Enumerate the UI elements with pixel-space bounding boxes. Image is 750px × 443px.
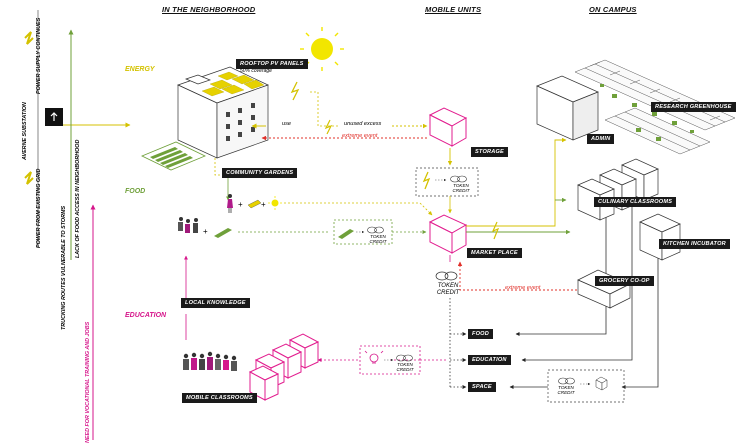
people-group [178,217,198,233]
category-education: EDUCATION [125,312,167,319]
svg-text:+: + [238,200,243,209]
culinary-classrooms-building [577,158,659,221]
use-label: use [282,121,292,127]
label-research-greenhouse: RESEARCH GREENHOUSE [651,102,736,112]
bolt-icon [290,81,300,101]
token-icon [450,175,467,183]
axis-trucking: TRUCKING ROUTES VULNERABLE TO STORMS [61,205,67,330]
garden-plot-icon [214,228,232,238]
label-admin: ADMIN [587,134,615,144]
token-icon [396,354,413,362]
label-education-out: EDUCATION [468,355,511,365]
lightbulb-icon [364,350,384,364]
idea-token-box [359,345,421,375]
token-icon [367,226,384,234]
apartment-building [177,66,269,159]
label-culinary-classrooms: CULINARY CLASSROOMS [594,197,677,207]
gardener-figure [227,194,233,213]
axis-food-access: LACK OF FOOD ACCESS IN NEIGHBORHOOD [75,139,81,258]
bolt-icon [491,221,500,240]
space-token-box [547,369,625,403]
unused-excess-label: unused excess [344,121,382,127]
community-garden-plots [141,141,206,171]
mobile-classroom-units [248,333,320,401]
space-cube-icon [595,376,608,391]
label-market-place: MARKET PLACE [467,248,522,258]
small-sun-icon [268,196,282,210]
header-neighborhood: IN THE NEIGHBORHOOD [162,5,256,14]
label-rooftop-pv: ROOFTOP PV PANELS [236,59,308,69]
storage-unit [428,107,468,147]
label-space-out: SPACE [468,382,496,392]
axis-substation-1: AVERNE SUBSTATION [22,102,28,160]
svg-text:+: + [203,227,208,236]
header-on-campus: ON CAMPUS [589,5,637,14]
sun-icon [300,27,344,71]
bolt-icon [422,171,431,190]
header-mobile-units: MOBILE UNITS [425,5,482,14]
label-grocery-coop: GROCERY CO-OP [595,276,654,286]
admin-building [536,75,599,141]
token-icon [558,377,575,385]
extreme-event-2: extreme event [505,285,541,291]
label-storage: STORAGE [471,147,508,157]
category-food: FOOD [125,188,146,195]
category-energy: ENERGY [125,66,155,73]
seed-packet-icon [247,199,262,209]
label-mobile-classrooms: MOBILE CLASSROOMS [182,393,257,403]
token-exchange-box [415,167,479,197]
svg-text:+: + [261,200,266,209]
axis-existing-grid: POWER FROM EXISTING GRID [36,168,42,248]
students-group [183,351,237,371]
kitchen-incubator-building [639,213,681,261]
axis-vocational: NEED FOR VOCATIONAL TRAINING AND JOBS [85,321,91,443]
label-kitchen-incubator: KITCHEN INCUBATOR [659,239,730,249]
bolt-icon [324,119,333,135]
pv-coverage: 50% coverage [240,68,272,74]
token-credit-icon [435,271,458,281]
axis-power-supply: POWER SUPPLY CONTINUES [36,17,42,94]
left-axis [24,10,131,440]
label-food-out: FOOD [468,329,493,339]
label-community-gardens: COMMUNITY GARDENS [222,168,298,178]
market-place-unit [428,214,468,254]
label-local-knowledge: LOCAL KNOWLEDGE [181,298,250,308]
extreme-event-1: extreme event [342,133,378,139]
